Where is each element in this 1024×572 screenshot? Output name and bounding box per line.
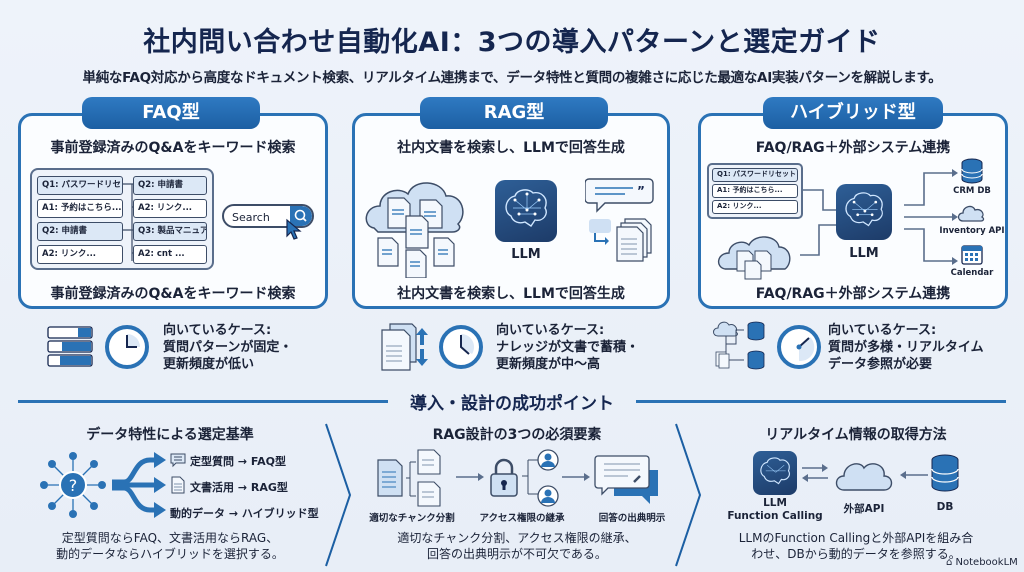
- rag-case-line: ナレッジが文書で蓄積・: [496, 340, 640, 355]
- rag-design-desc: 適切なチャンク分割、アクセス権限の継承、: [397, 531, 637, 545]
- notebooklm-logo-icon: ⌂: [946, 557, 956, 568]
- hybrid-case-title: 向いているケース:: [828, 323, 937, 338]
- rag-design-desc: 回答の出典明示が不可欠である。: [427, 547, 607, 561]
- chat-icon: [170, 453, 186, 468]
- faq-tab: FAQ型: [82, 97, 260, 129]
- faq-stack-icon: [47, 326, 93, 367]
- rag-step-label: 適切なチャンク分割: [369, 513, 455, 524]
- hybrid-footer: FAQ/RAG＋外部システム連携: [755, 286, 951, 302]
- system-label: CRM DB: [953, 186, 991, 196]
- faq-case-line: 質問パターンが固定・: [163, 340, 293, 355]
- qa-item: Q1: パスワードリセット: [712, 168, 798, 182]
- llm-brain-icon: [495, 180, 557, 242]
- llm-brain-icon: [753, 451, 797, 495]
- cloud-db-flow-icon: [713, 321, 765, 370]
- qa-item: A1: 予約はこちら...: [37, 199, 123, 218]
- clock-icon: [777, 325, 821, 369]
- svg-text:”: ”: [637, 184, 645, 198]
- realtime-heading: リアルタイム情報の取得方法: [765, 427, 947, 443]
- database-icon: [961, 158, 983, 184]
- realtime-desc: わせ、DBから動的データを参照する。: [751, 547, 961, 561]
- qa-item: Q3: 製品マニュアル: [133, 222, 207, 241]
- faq-case-line: 更新頻度が低い: [163, 357, 255, 372]
- cloud-api-icon: [835, 463, 893, 491]
- qa-item: A2: cnt ...: [133, 245, 207, 264]
- system-label: Inventory API: [939, 226, 1005, 236]
- hybrid-case-line: 質問が多様・リアルタイム: [828, 340, 984, 355]
- faq-footer: 事前登録済みのQ&Aをキーワード検索: [50, 286, 296, 302]
- clock-icon: [439, 325, 483, 369]
- rag-step-label: 回答の出典明示: [598, 513, 666, 524]
- section-divider-left: [18, 400, 388, 403]
- watermark: ⌂ NotebookLM: [946, 557, 1018, 568]
- qa-item: A2: リンク...: [133, 199, 207, 218]
- rag-step-label: アクセス権限の継承: [479, 513, 565, 524]
- criteria-desc: 動的データならハイブリッドを選択する。: [56, 547, 284, 561]
- rag-design-heading: RAG設計の3つの必須要素: [432, 427, 602, 443]
- chunk-split-icon: [377, 449, 441, 507]
- llm-label: LLM: [849, 246, 879, 261]
- rag-footer: 社内文書を検索し、LLMで回答生成: [397, 286, 625, 302]
- qa-item: Q2: 申請書: [37, 222, 123, 241]
- criteria-desc: 定型質問ならFAQ、文書活用ならRAG、: [61, 531, 279, 545]
- citation-chat-icon: [594, 455, 658, 504]
- bidirectional-arrows-icon: [802, 464, 828, 482]
- criteria-rule: 動的データ → ハイブリッド型: [170, 507, 319, 520]
- qa-item: Q2: 申請書: [133, 176, 207, 195]
- arrow-left-icon: [900, 471, 928, 479]
- hybrid-heading: FAQ/RAG＋外部システム連携: [755, 140, 951, 156]
- document-icon: [171, 476, 185, 494]
- document-sync-icon: [381, 323, 428, 371]
- user-branch-icon: [522, 449, 559, 507]
- hybrid-case-line: データ参照が必要: [828, 357, 933, 372]
- arrow-right-icon: [456, 473, 484, 481]
- page-subtitle: 単純なFAQ対応から高度なドキュメント検索、リアルタイム連携まで、データ特性と質…: [82, 70, 942, 86]
- svg-text:?: ?: [69, 476, 78, 495]
- criteria-rule: 定型質問 → FAQ型: [190, 455, 286, 468]
- chevron-right-icon: [675, 423, 702, 567]
- qa-item: A2: リンク...: [37, 245, 123, 264]
- criteria-rule: 文書活用 → RAG型: [190, 481, 288, 494]
- hybrid-cloud-icon: [718, 236, 791, 280]
- llm-brain-icon: [836, 184, 892, 240]
- rag-tab: RAG型: [420, 97, 608, 129]
- search-icon: [294, 209, 307, 222]
- realtime-node-label: LLM: [763, 497, 787, 509]
- realtime-desc: LLMのFunction Callingと外部APIを組み合: [738, 531, 974, 545]
- success-section-title: 導入・設計の成功ポイント: [410, 394, 614, 414]
- qa-item: A1: 予約はこちら...: [712, 184, 798, 198]
- faq-case-title: 向いているケース:: [163, 323, 272, 338]
- search-placeholder: Search: [232, 211, 270, 224]
- rag-case-title: 向いているケース:: [496, 323, 605, 338]
- section-divider-right: [636, 400, 1006, 403]
- search-button[interactable]: [290, 206, 312, 226]
- qa-item: Q1: パスワードリセット: [37, 176, 123, 195]
- realtime-node-label: Function Calling: [727, 510, 823, 522]
- calendar-icon: [961, 245, 983, 265]
- watermark-text: NotebookLM: [955, 557, 1018, 568]
- branch-arrows-icon: [112, 452, 166, 518]
- cursor-icon: [286, 218, 302, 240]
- search-input[interactable]: Search: [222, 204, 314, 228]
- realtime-node-label: 外部API: [843, 503, 885, 515]
- answer-with-sources-icon: ”: [585, 178, 654, 262]
- realtime-node-label: DB: [936, 501, 954, 513]
- qa-item: A2: リンク...: [712, 200, 798, 214]
- llm-label: LLM: [511, 247, 541, 262]
- chevron-right-icon: [325, 423, 352, 567]
- criteria-heading: データ特性による選定基準: [86, 427, 254, 443]
- cloud-icon: [957, 205, 985, 222]
- lock-icon: [490, 458, 518, 497]
- database-icon: [931, 454, 959, 492]
- rag-case-line: 更新頻度が中〜高: [496, 357, 601, 372]
- hybrid-tab: ハイブリッド型: [763, 97, 943, 129]
- rag-heading: 社内文書を検索し、LLMで回答生成: [397, 140, 625, 156]
- page-title: 社内問い合わせ自動化AI：3つの導入パターンと選定ガイド: [143, 27, 881, 58]
- cloud-documents-icon: [365, 182, 464, 278]
- faq-heading: 事前登録済みのQ&Aをキーワード検索: [50, 140, 296, 156]
- clock-icon: [105, 325, 149, 369]
- system-label: Calendar: [950, 268, 994, 278]
- arrow-right-icon: [562, 473, 590, 481]
- question-hub-icon: ?: [40, 452, 106, 518]
